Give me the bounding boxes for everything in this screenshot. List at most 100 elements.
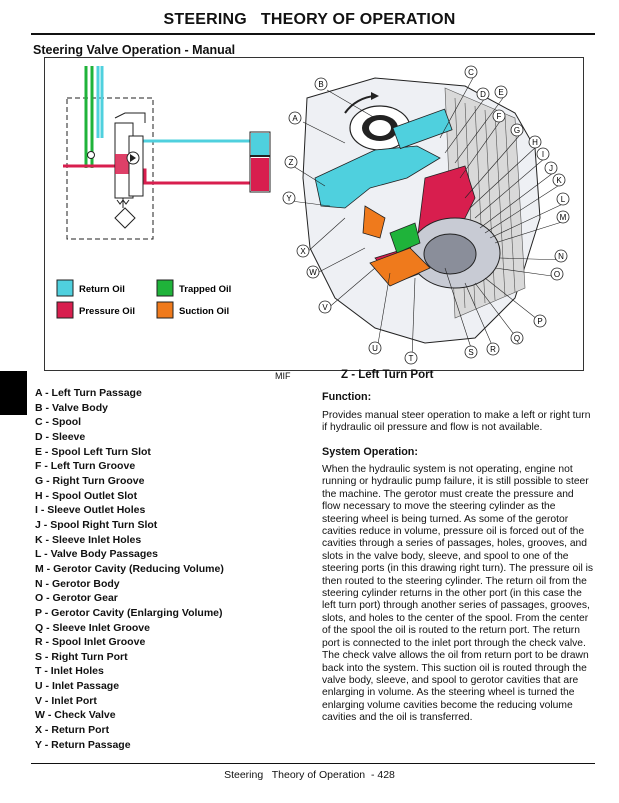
parts-list-label: Return Passage xyxy=(51,739,130,751)
parts-list-key: N xyxy=(35,578,43,590)
callout-z: Z xyxy=(285,156,297,168)
parts-list-item: V - Inlet Port xyxy=(35,694,224,709)
parts-list-key: D xyxy=(35,431,43,443)
callout-letter: G xyxy=(514,126,520,135)
parts-list-item: H - Spool Outlet Slot xyxy=(35,489,224,504)
callout-letter: M xyxy=(560,213,567,222)
callout-p: P xyxy=(534,315,546,327)
parts-list-separator: - xyxy=(43,592,52,604)
parts-list-separator: - xyxy=(41,548,50,560)
parts-list-key: V xyxy=(35,695,42,707)
callout-k: K xyxy=(553,174,565,186)
parts-list-separator: - xyxy=(41,519,50,531)
parts-list-item: F - Left Turn Groove xyxy=(35,459,224,474)
parts-list-item: Q - Sleeve Inlet Groove xyxy=(35,621,224,636)
callout-letter: E xyxy=(498,88,503,97)
callout-d: D xyxy=(477,88,489,100)
parts-list-separator: - xyxy=(43,534,52,546)
callout-letter: U xyxy=(372,344,378,353)
callout-i: I xyxy=(537,148,549,160)
parts-list-label: Check Valve xyxy=(54,709,115,721)
parts-list-separator: - xyxy=(42,739,51,751)
callout-l: L xyxy=(557,193,569,205)
callout-letter: N xyxy=(558,252,564,261)
parts-list-label: Inlet Holes xyxy=(51,665,104,677)
parts-list-label: Sleeve xyxy=(52,431,85,443)
callout-b: B xyxy=(315,78,327,90)
return-oil-label: Return Oil xyxy=(79,284,125,295)
parts-list-key: O xyxy=(35,592,43,604)
callout-letter: O xyxy=(554,270,560,279)
title-rule xyxy=(31,33,595,35)
parts-list-key: C xyxy=(35,416,43,428)
hydraulic-schematic xyxy=(63,66,270,239)
parts-list-item: M - Gerotor Cavity (Reducing Volume) xyxy=(35,562,224,577)
callout-u: U xyxy=(369,342,381,354)
parts-list-label: Inlet Passage xyxy=(52,680,119,692)
callout-letter: F xyxy=(497,112,502,121)
callout-letter: P xyxy=(537,317,542,326)
callout-letter: Y xyxy=(286,194,292,203)
parts-list-key: X xyxy=(35,724,42,736)
page-title: STEERING THEORY OF OPERATION xyxy=(0,11,619,29)
parts-list-separator: - xyxy=(42,607,51,619)
system-operation-paragraph: When the hydraulic system is not operati… xyxy=(322,464,594,725)
parts-list-key: P xyxy=(35,607,42,619)
parts-list-key: Y xyxy=(35,739,42,751)
parts-list-item: B - Valve Body xyxy=(35,401,224,416)
parts-list-item: L - Valve Body Passages xyxy=(35,547,224,562)
callout-letter: B xyxy=(318,80,323,89)
oil-color-legend: Return Oil Trapped Oil Pressure Oil Suct… xyxy=(57,280,231,318)
parts-list-key: M xyxy=(35,563,44,575)
system-operation-heading: System Operation: xyxy=(322,446,594,458)
parts-list-separator: - xyxy=(43,578,52,590)
parts-list-separator: - xyxy=(43,416,52,428)
callout-j: J xyxy=(545,162,557,174)
suction-oil-swatch xyxy=(157,302,173,318)
callout-letter: S xyxy=(468,348,473,357)
callout-c: C xyxy=(465,66,477,78)
steering-valve-figure: Return Oil Trapped Oil Pressure Oil Suct… xyxy=(44,57,584,371)
parts-list-label: Gerotor Body xyxy=(52,578,120,590)
parts-list-label: Valve Body xyxy=(52,402,108,414)
parts-list-label: Valve Body Passages xyxy=(51,548,158,560)
parts-list-key: U xyxy=(35,680,43,692)
parts-list-separator: - xyxy=(41,460,50,472)
parts-list-separator: - xyxy=(41,665,50,677)
parts-list-label: Sleeve Inlet Holes xyxy=(52,534,141,546)
parts-list-item: N - Gerotor Body xyxy=(35,577,224,592)
parts-list-separator: - xyxy=(45,709,54,721)
parts-list-separator: - xyxy=(43,402,52,414)
callout-letter: Z xyxy=(289,158,294,167)
parts-list-separator: - xyxy=(42,651,51,663)
parts-list-separator: - xyxy=(42,446,51,458)
parts-list-label: Sleeve Inlet Groove xyxy=(53,622,150,634)
suction-oil-label: Suction Oil xyxy=(179,306,229,317)
callout-letter: R xyxy=(490,345,496,354)
parts-list-item: C - Spool xyxy=(35,415,224,430)
parts-list-label: Spool Left Turn Slot xyxy=(51,446,151,458)
parts-list-item: S - Right Turn Port xyxy=(35,650,224,665)
section-tab-marker xyxy=(0,371,27,415)
callout-letter: V xyxy=(322,303,328,312)
parts-list-label: Left Turn Passage xyxy=(52,387,142,399)
pressure-oil-label: Pressure Oil xyxy=(79,306,135,317)
parts-list-label: Right Turn Port xyxy=(51,651,127,663)
page-footer: Steering Theory of Operation - 428 xyxy=(0,769,619,781)
pressure-oil-swatch xyxy=(57,302,73,318)
parts-list-item: K - Sleeve Inlet Holes xyxy=(35,533,224,548)
section-title: Steering Valve Operation - Manual xyxy=(33,43,235,57)
parts-list-key: B xyxy=(35,402,43,414)
callout-letter: C xyxy=(468,68,474,77)
parts-list-label: Gerotor Gear xyxy=(53,592,118,604)
function-heading: Function: xyxy=(322,391,594,403)
callout-letter: X xyxy=(300,247,306,256)
parts-legend-list: A - Left Turn PassageB - Valve BodyC - S… xyxy=(35,386,224,752)
figure-source-tag: MIF xyxy=(275,371,291,381)
callout-letter: Q xyxy=(514,334,520,343)
parts-list-separator: - xyxy=(38,504,47,516)
parts-list-item: D - Sleeve xyxy=(35,430,224,445)
parts-list-item: O - Gerotor Gear xyxy=(35,591,224,606)
parts-list-item: X - Return Port xyxy=(35,723,224,738)
parts-list-separator: - xyxy=(43,680,52,692)
